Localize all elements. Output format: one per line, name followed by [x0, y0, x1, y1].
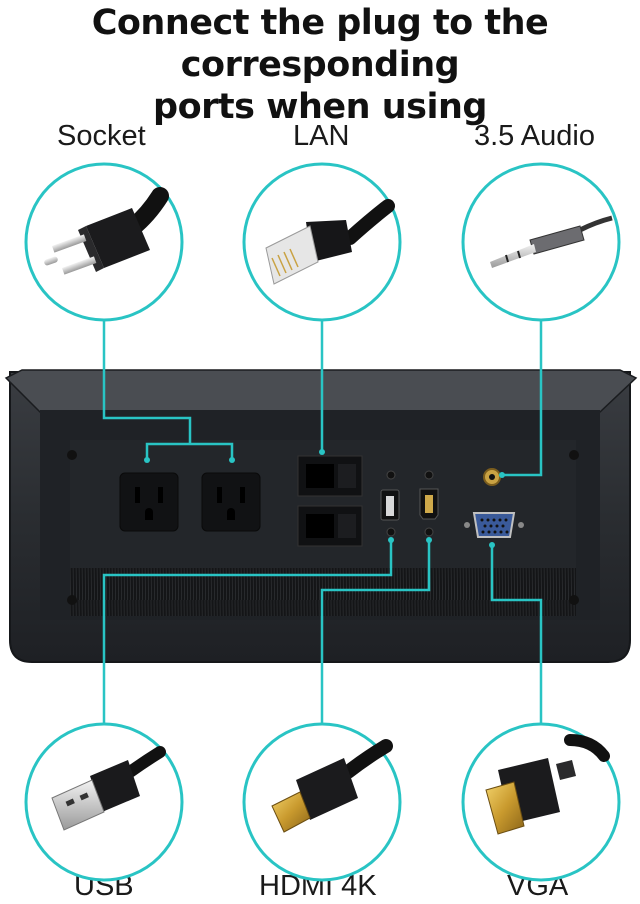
audio-jack-plug-icon [490, 215, 613, 268]
socket-line [102, 320, 234, 458]
title-line-2: ports when using [153, 87, 487, 127]
hdmi-plug-icon [271, 739, 393, 833]
rj45-plug-icon [265, 199, 395, 285]
hdmi-line [320, 540, 431, 724]
lan-port-top [297, 455, 363, 497]
audio-jack-port [483, 468, 501, 486]
power-outlet-left [119, 472, 179, 532]
usb-line [102, 540, 393, 724]
vga-line [490, 545, 543, 724]
audio-line [502, 320, 543, 477]
label-socket: Socket [57, 120, 146, 152]
power-plug-icon [44, 187, 169, 275]
vga-port [464, 512, 524, 538]
connector-lines [102, 320, 543, 724]
label-lan: LAN [293, 120, 350, 152]
usb-plug-icon [51, 746, 166, 831]
power-outlet-right [201, 472, 261, 532]
hdmi-port [419, 470, 439, 537]
title-line-1: Connect the plug to the corresponding [91, 3, 549, 85]
connector-dots [144, 449, 505, 548]
lan-port-bottom [297, 505, 363, 547]
vga-plug-icon [485, 734, 610, 835]
usb-port [380, 470, 400, 537]
label-audio: 3.5 Audio [474, 120, 595, 152]
page-title: Connect the plug to the corresponding po… [0, 2, 640, 128]
